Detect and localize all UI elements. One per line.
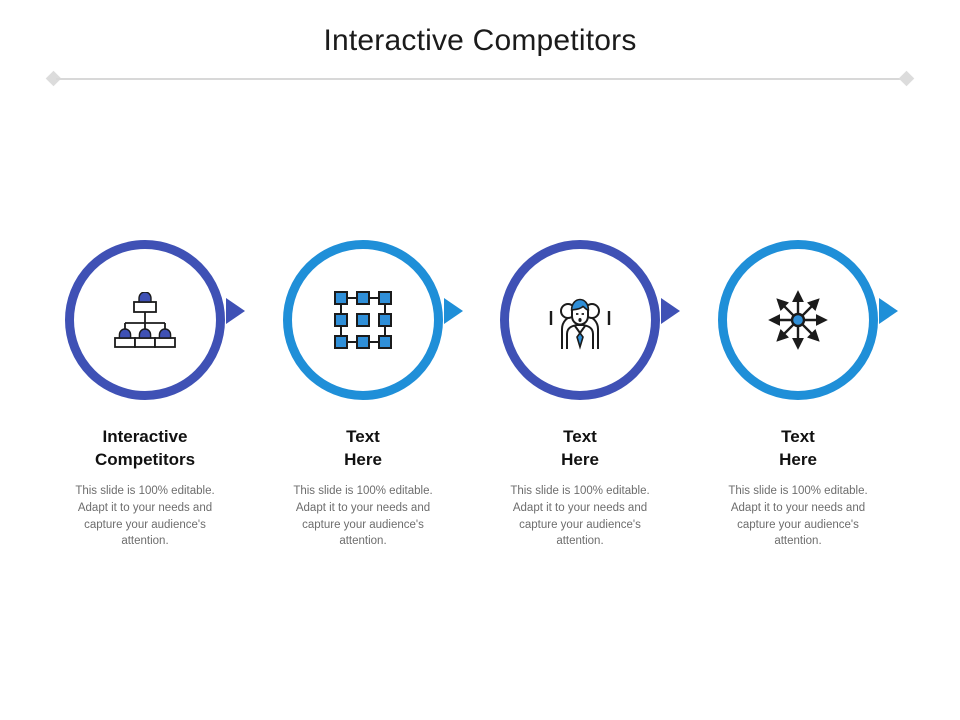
- process-step-4[interactable]: Text Here This slide is 100% editable. A…: [689, 236, 907, 550]
- connector-arrow-4-icon: [879, 298, 898, 324]
- step-2-heading-line-1: Text: [346, 427, 380, 446]
- step-3-heading: Text Here: [471, 425, 689, 471]
- step-1-heading: Interactive Competitors: [36, 425, 254, 471]
- connector-arrow-2-icon: [444, 298, 463, 324]
- expand-arrows-radial-icon: [714, 236, 882, 404]
- step-2-body: This slide is 100% editable. Adapt it to…: [293, 485, 433, 548]
- step-3-circle[interactable]: [496, 236, 664, 405]
- connector-arrow-1-icon: [226, 298, 245, 324]
- step-4-heading-line-1: Text: [781, 427, 815, 446]
- selection-handles-grid-icon: [279, 236, 447, 404]
- step-2-heading: Text Here: [254, 425, 472, 471]
- process-step-2[interactable]: Text Here This slide is 100% editable. A…: [254, 236, 472, 550]
- step-1-heading-line-2: Competitors: [94, 450, 196, 470]
- connector-arrow-3-icon: [661, 298, 680, 324]
- step-3-heading-line-2: Here: [561, 450, 599, 470]
- page-title: Interactive Competitors: [323, 24, 637, 57]
- process-columns: Interactive Competitors This slide is 10…: [0, 236, 960, 576]
- step-2-heading-line-2: Here: [344, 450, 382, 470]
- step-3-heading-line-1: Text: [563, 427, 597, 446]
- step-1-circle[interactable]: [61, 236, 229, 405]
- step-4-body: This slide is 100% editable. Adapt it to…: [728, 485, 868, 548]
- step-1-heading-line-1: Interactive: [102, 427, 188, 446]
- org-chart-hierarchy-icon: [61, 236, 229, 404]
- step-3-body: This slide is 100% editable. Adapt it to…: [510, 485, 650, 548]
- divider-line: [56, 78, 904, 80]
- businessman-team-icon: [496, 236, 664, 404]
- step-1-ring: [65, 240, 225, 400]
- step-4-heading-line-2: Here: [779, 450, 817, 470]
- step-4-heading: Text Here: [689, 425, 907, 471]
- step-1-body: This slide is 100% editable. Adapt it to…: [75, 485, 215, 548]
- step-2-circle[interactable]: [279, 236, 447, 405]
- divider-diamond-right-icon: [898, 70, 915, 87]
- title-divider: [45, 70, 915, 87]
- step-4-circle[interactable]: [714, 236, 882, 405]
- process-step-1[interactable]: Interactive Competitors This slide is 10…: [36, 236, 254, 550]
- process-step-3[interactable]: Text Here This slide is 100% editable. A…: [471, 236, 689, 550]
